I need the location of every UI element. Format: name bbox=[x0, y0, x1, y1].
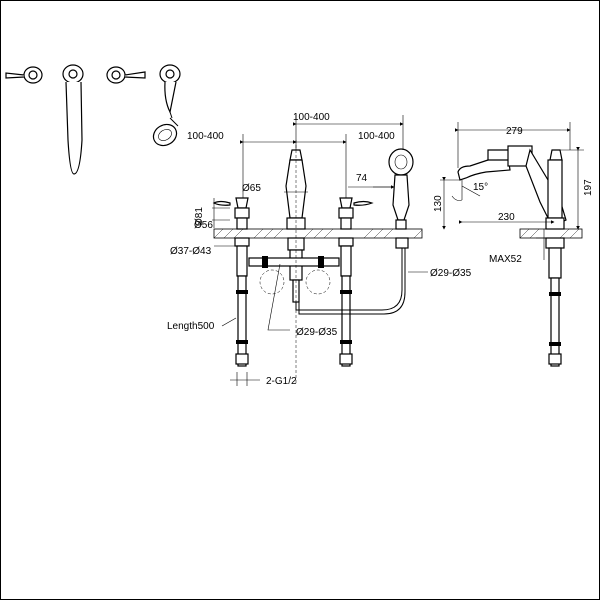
dim-15deg: 15° bbox=[473, 182, 488, 193]
dim-phi37-43: Ø37-Ø43 bbox=[170, 246, 212, 257]
deck-section-side bbox=[519, 228, 583, 239]
dim-phi56: Ø56 bbox=[194, 220, 213, 231]
handshower-front bbox=[295, 148, 414, 315]
dimension-lines bbox=[212, 115, 584, 386]
dim-phi81: Ø81 bbox=[194, 207, 205, 226]
dim-230: 230 bbox=[498, 212, 515, 223]
dim-130: 130 bbox=[433, 195, 444, 212]
dim-279: 279 bbox=[506, 126, 523, 137]
dim-100-400-left: 100-400 bbox=[187, 131, 224, 142]
dim-phi65: Ø65 bbox=[242, 183, 261, 194]
dim-max52: MAX52 bbox=[489, 254, 522, 265]
dim-100-400-right: 100-400 bbox=[358, 131, 395, 142]
dim-length500: Length500 bbox=[167, 321, 215, 332]
plan-view-right-handle bbox=[106, 66, 146, 84]
right-valve-front bbox=[338, 197, 374, 367]
deck-section-front bbox=[213, 228, 423, 239]
crossover-pipes bbox=[248, 256, 340, 295]
left-valve-front bbox=[212, 197, 250, 367]
dim-100-400-top: 100-400 bbox=[293, 112, 330, 123]
dim-74: 74 bbox=[356, 173, 368, 184]
dim-phi29-35-mid: Ø29-Ø35 bbox=[296, 327, 338, 338]
side-view-assembly bbox=[457, 145, 567, 367]
dim-phi29-35-right: Ø29-Ø35 bbox=[430, 268, 472, 279]
dim-2-g12: 2-G1/2 bbox=[266, 376, 297, 387]
dim-197: 197 bbox=[583, 179, 594, 196]
plan-view-handshower bbox=[152, 64, 181, 147]
plan-view-left-handle bbox=[5, 66, 43, 84]
plan-view-spout bbox=[62, 64, 84, 175]
